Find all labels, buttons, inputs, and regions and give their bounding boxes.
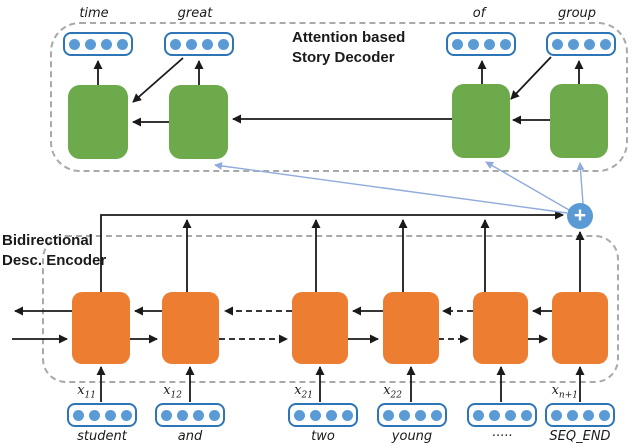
output-word-group: group xyxy=(557,6,597,21)
vector-dot xyxy=(582,409,594,421)
vector-dot xyxy=(341,409,353,421)
output-word-time: time xyxy=(79,6,109,21)
input-label-xn1: xn+1 xyxy=(551,383,578,401)
arrow-group-to-decoder3 xyxy=(510,56,552,100)
encoder-cell-5 xyxy=(473,292,528,364)
vector-dot xyxy=(201,38,213,50)
vector-dot xyxy=(169,38,181,50)
decoder-cell-1 xyxy=(68,85,128,159)
output-embedding-1 xyxy=(63,32,133,56)
decoder-cell-3 xyxy=(452,84,510,158)
vector-dot xyxy=(483,38,495,50)
input-embedding-5 xyxy=(467,403,537,427)
arrow-great-to-decoder1 xyxy=(132,57,184,103)
vector-dot xyxy=(499,38,511,50)
vector-dot xyxy=(309,409,321,421)
output-embedding-3 xyxy=(446,32,516,56)
input-embedding-1 xyxy=(67,403,137,427)
vector-dot xyxy=(566,409,578,421)
decoder-cell-4 xyxy=(550,84,608,158)
input-word-ellipsis: ····· xyxy=(491,429,513,444)
vector-dot xyxy=(185,38,197,50)
output-embedding-4 xyxy=(546,32,616,56)
decoder-title-line2: Story Decoder xyxy=(292,49,395,66)
vector-dot xyxy=(583,38,595,50)
encoder-cell-2 xyxy=(162,292,219,364)
vector-dot xyxy=(293,409,305,421)
decoder-boundary xyxy=(50,22,628,172)
vector-dot xyxy=(160,409,172,421)
vector-dot xyxy=(104,409,116,421)
encoder-title-line2: Desc. Encoder xyxy=(2,252,107,269)
decoder-title: Attention based Story Decoder xyxy=(292,28,432,68)
vector-dot xyxy=(120,409,132,421)
vector-dot xyxy=(84,38,96,50)
vector-dot xyxy=(567,38,579,50)
vector-dot xyxy=(217,38,229,50)
input-label-x21: x21 xyxy=(294,383,313,401)
vector-dot xyxy=(68,38,80,50)
encoder-title-line1: Bidirectional xyxy=(2,232,93,249)
vector-dot xyxy=(325,409,337,421)
encoder-cell-6 xyxy=(552,292,608,364)
input-label-x12: x12 xyxy=(163,383,182,401)
input-label-x22: x22 xyxy=(383,383,402,401)
input-word-and: and xyxy=(177,429,203,444)
context-line-to-attention xyxy=(100,210,564,292)
input-embedding-3 xyxy=(288,403,358,427)
vector-dot xyxy=(414,409,426,421)
vector-dot xyxy=(488,409,500,421)
decoder-title-line1: Attention based xyxy=(292,29,406,46)
vector-dot xyxy=(116,38,128,50)
vector-dot xyxy=(467,38,479,50)
vector-dot xyxy=(598,409,610,421)
vector-dot xyxy=(382,409,394,421)
encoder-cell-3 xyxy=(292,292,348,364)
input-word-two: two xyxy=(311,429,335,444)
output-embedding-2 xyxy=(164,32,234,56)
vector-dot xyxy=(599,38,611,50)
decoder-cell-2 xyxy=(169,85,228,159)
vector-dot xyxy=(430,409,442,421)
attention-arrow-to-decoder3 xyxy=(485,161,570,211)
vector-dot xyxy=(72,409,84,421)
vector-dot xyxy=(451,38,463,50)
input-word-student: student xyxy=(77,429,127,444)
attention-sum-node: + xyxy=(567,203,593,229)
input-word-seq-end: SEQ_END xyxy=(549,429,611,444)
plus-icon: + xyxy=(573,204,587,227)
input-embedding-4 xyxy=(377,403,447,427)
input-embedding-6 xyxy=(545,403,615,427)
input-word-young: young xyxy=(391,429,433,444)
output-word-great: great xyxy=(177,6,213,21)
vector-dot xyxy=(550,409,562,421)
vector-dot xyxy=(100,38,112,50)
encoder-cell-4 xyxy=(383,292,439,364)
output-word-of: of xyxy=(472,6,486,21)
vector-dot xyxy=(176,409,188,421)
vector-dot xyxy=(192,409,204,421)
vector-dot xyxy=(520,409,532,421)
input-embedding-2 xyxy=(155,403,225,427)
vector-dot xyxy=(208,409,220,421)
attention-arrow-to-decoder2 xyxy=(214,161,568,214)
vector-dot xyxy=(504,409,516,421)
attention-arrow-to-decoder4 xyxy=(576,162,585,205)
vector-dot xyxy=(88,409,100,421)
vector-dot xyxy=(398,409,410,421)
encoder-boundary xyxy=(42,235,619,383)
vector-dot xyxy=(472,409,484,421)
input-label-x11: x11 xyxy=(77,383,96,401)
encoder-cell-1 xyxy=(72,292,130,364)
encoder-title: Bidirectional Desc. Encoder xyxy=(2,231,132,271)
vector-dot xyxy=(551,38,563,50)
